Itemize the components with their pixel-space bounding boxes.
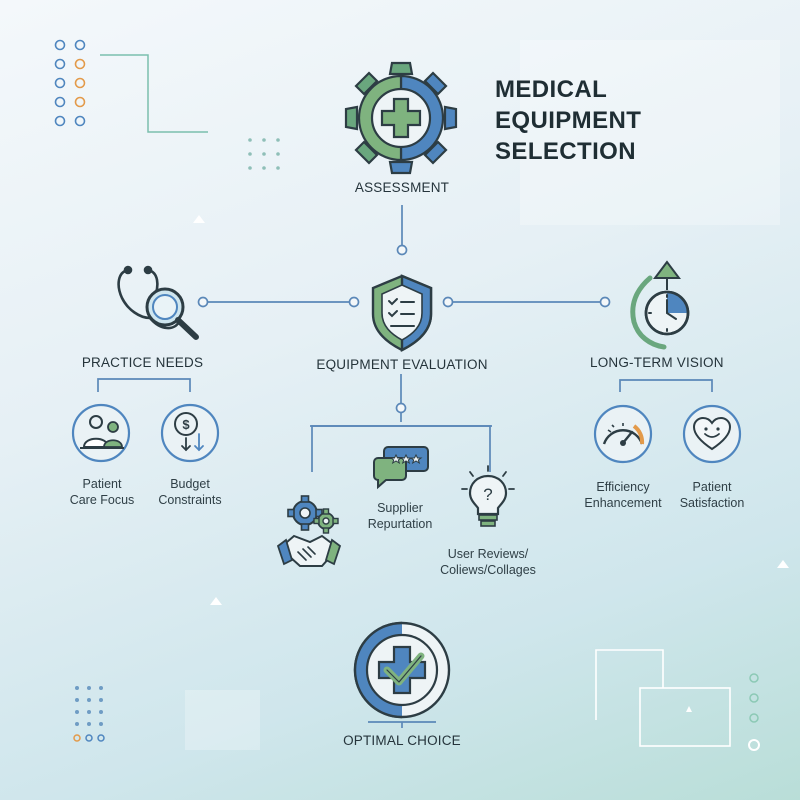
decorative-triangle <box>193 215 205 223</box>
sub-label-reviews: User Reviews/ Coliews/Collages <box>428 546 548 578</box>
background-panel <box>520 40 780 225</box>
node-label-optimal-choice: OPTIMAL CHOICE <box>343 733 461 748</box>
sub-label-line: Coliews/Collages <box>440 563 536 577</box>
sub-label-line: Efficiency <box>596 480 650 494</box>
sub-label-supplier: Supplier Repurtation <box>350 500 450 532</box>
sub-label-patient-care: Patient Care Focus <box>52 476 152 508</box>
node-label-equipment-evaluation: EQUIPMENT EVALUATION <box>316 357 488 372</box>
sub-label-line: Constraints <box>158 493 222 507</box>
sub-label-efficiency: Efficiency Enhancement <box>573 479 673 511</box>
decorative-line-top-left <box>100 54 208 133</box>
sub-label-line: Repurtation <box>367 517 433 531</box>
title-line: EQUIPMENT <box>495 107 642 134</box>
svg-text:?: ? <box>483 485 492 504</box>
title-line: SELECTION <box>495 138 636 165</box>
title-line: MEDICAL <box>495 76 608 103</box>
decorative-dots-bottom-right <box>748 673 760 751</box>
sub-label-line: User Reviews/ <box>447 547 529 561</box>
sub-label-line: Satisfaction <box>679 496 745 510</box>
node-label-long-term-vision: LONG-TERM VISION <box>590 355 724 370</box>
sub-label-budget: Budget Constraints <box>140 476 240 508</box>
node-label-assessment: ASSESSMENT <box>354 180 450 195</box>
sub-label-line: Budget <box>170 477 210 491</box>
decorative-triangle <box>777 560 789 568</box>
decorative-frames-bottom-right <box>595 649 731 747</box>
decorative-dots-top-left <box>54 39 86 127</box>
sub-label-line: Patient <box>82 477 122 491</box>
sub-label-line: Supplier <box>377 501 423 515</box>
sub-label-satisfaction: Patient Satisfaction <box>662 479 762 511</box>
decorative-triangle <box>210 597 222 605</box>
decorative-dots-bottom-left <box>73 686 105 742</box>
sub-label-line: Enhancement <box>584 496 662 510</box>
connectors <box>97 205 713 728</box>
sub-label-line: Care Focus <box>69 493 135 507</box>
decorative-dots-small <box>248 138 280 170</box>
node-label-practice-needs: PRACTICE NEEDS <box>81 355 204 370</box>
page-title: MEDICAL EQUIPMENT SELECTION <box>495 74 641 167</box>
svg-text:$: $ <box>182 417 190 432</box>
sub-label-line: Patient <box>692 480 732 494</box>
background-panel <box>185 690 260 750</box>
decorative-triangle <box>686 706 692 712</box>
